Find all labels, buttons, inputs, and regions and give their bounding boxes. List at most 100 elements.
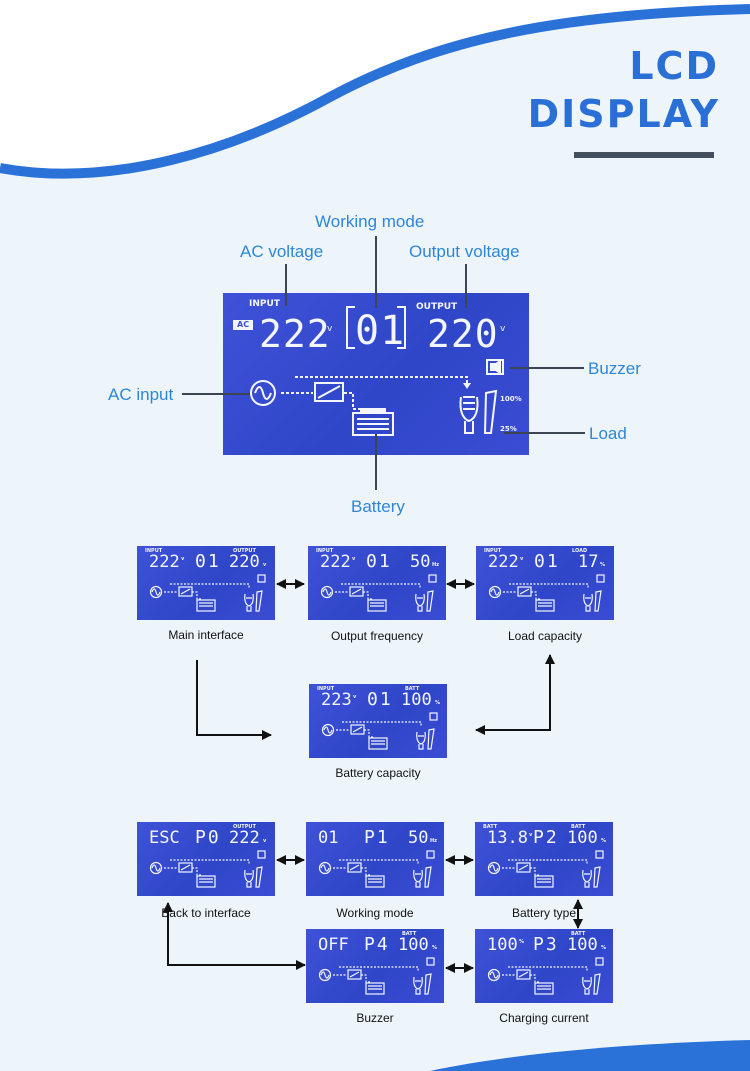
load-bar [483, 389, 498, 434]
mode-bracket-left [346, 306, 355, 349]
mini-lcd-icons [320, 574, 437, 612]
top-right-label: BATT [405, 686, 420, 692]
buzzer-icon [596, 574, 605, 583]
buzzer-icon [426, 957, 435, 966]
right-unit: Hz [430, 838, 438, 844]
buzzer-icon [486, 359, 504, 375]
left-readout: 222 [488, 552, 519, 572]
title-line-2: DISPLAY [527, 92, 720, 136]
main-lcd-icons [250, 306, 504, 436]
caption-main: Main interface [168, 628, 244, 642]
inverter-icon [314, 382, 344, 402]
load-bar [255, 590, 263, 612]
callout-battery: Battery [351, 497, 405, 516]
middle-readout: P2 [533, 827, 559, 848]
mini-lcd-icons [318, 957, 435, 995]
load-bulb-icon [413, 976, 423, 995]
caption-workmode: Working mode [336, 906, 414, 920]
left-unit: v [181, 556, 185, 562]
right-unit: v [263, 838, 267, 844]
load-bulb-icon [413, 869, 423, 888]
load-bulb-icon [582, 976, 592, 995]
right-unit: % [435, 700, 441, 706]
load-bar [255, 866, 263, 888]
load-bar [593, 866, 601, 888]
main-lcd-display: INPUT OUTPUT AC 222 v 01 220 v 100% 25% [223, 293, 529, 455]
right-unit: % [601, 838, 607, 844]
right-readout: 222 [229, 828, 260, 848]
right-readout: 100 [567, 935, 598, 955]
top-right-label: LOAD [572, 548, 588, 554]
arrow-main-to-battery [196, 660, 272, 740]
callout-ac-input: AC input [108, 385, 174, 404]
mini-lcd-icons [487, 957, 604, 995]
mini-lcd-icons [149, 574, 266, 612]
callout-ac-voltage: AC voltage [240, 242, 324, 261]
left-unit: % [519, 939, 525, 945]
callout-buzzer: Buzzer [588, 359, 641, 378]
left-unit: v [353, 694, 357, 700]
title-line-1: LCD [629, 44, 719, 88]
buzzer-icon [257, 574, 266, 583]
middle-readout: 01 [534, 551, 560, 572]
flow-arrow [281, 376, 468, 394]
mini-lcd-icons [149, 850, 266, 888]
load-bulb-icon [244, 869, 254, 888]
top-right-label: BATT [571, 824, 586, 830]
caption-freq: Output frequency [330, 629, 424, 643]
ac-input-icon [488, 585, 502, 599]
load-bulb-icon [244, 593, 254, 612]
battery-icon [196, 875, 216, 888]
battery-icon [535, 599, 555, 612]
callout-output-voltage: Output voltage [409, 242, 520, 261]
ac-input-icon [487, 968, 501, 982]
left-readout: 223 [321, 690, 352, 710]
ac-input-icon [318, 968, 332, 982]
mode-bracket-right [397, 306, 406, 349]
right-unit: % [601, 945, 607, 951]
load-bar [424, 866, 432, 888]
middle-readout: 01 [367, 689, 393, 710]
top-left-label: INPUT [484, 548, 502, 554]
arrow-load-to-battery [475, 654, 555, 735]
callout-load: Load [589, 424, 627, 443]
top-right-label: BATT [402, 931, 417, 937]
middle-readout: 01 [366, 551, 392, 572]
left-readout: ESC [149, 828, 180, 848]
middle-readout: P3 [533, 934, 559, 955]
mini-lcd-icons [321, 712, 438, 750]
load-bulb-icon [459, 396, 479, 434]
load-bulb-icon [415, 593, 425, 612]
output-voltage-readout: 220 [427, 312, 499, 356]
caption-charging: Charging current [499, 1011, 589, 1025]
right-readout: 100 [567, 828, 598, 848]
top-right-label: OUTPUT [233, 548, 256, 554]
mini-lcd-icons [318, 850, 435, 888]
left-readout: 222 [320, 552, 351, 572]
buzzer-icon [428, 574, 437, 583]
battery-icon [534, 982, 554, 995]
load-bar [594, 590, 602, 612]
left-readout: 01 [318, 828, 339, 848]
battery-icon [196, 599, 216, 612]
buzzer-icon [595, 850, 604, 859]
left-unit: v [352, 556, 356, 562]
right-readout: 100 [401, 690, 432, 710]
top-right-label: OUTPUT [233, 824, 256, 830]
input-voltage-unit: v [327, 324, 333, 334]
ac-input-icon [321, 723, 335, 737]
right-unit: % [600, 562, 606, 568]
middle-readout: 01 [195, 551, 221, 572]
ac-input-icon [320, 585, 334, 599]
middle-readout: P1 [364, 827, 390, 848]
ac-badge: AC [233, 320, 254, 330]
input-label: INPUT [249, 299, 280, 309]
right-unit: Hz [432, 562, 440, 568]
middle-readout: P4 [364, 934, 390, 955]
